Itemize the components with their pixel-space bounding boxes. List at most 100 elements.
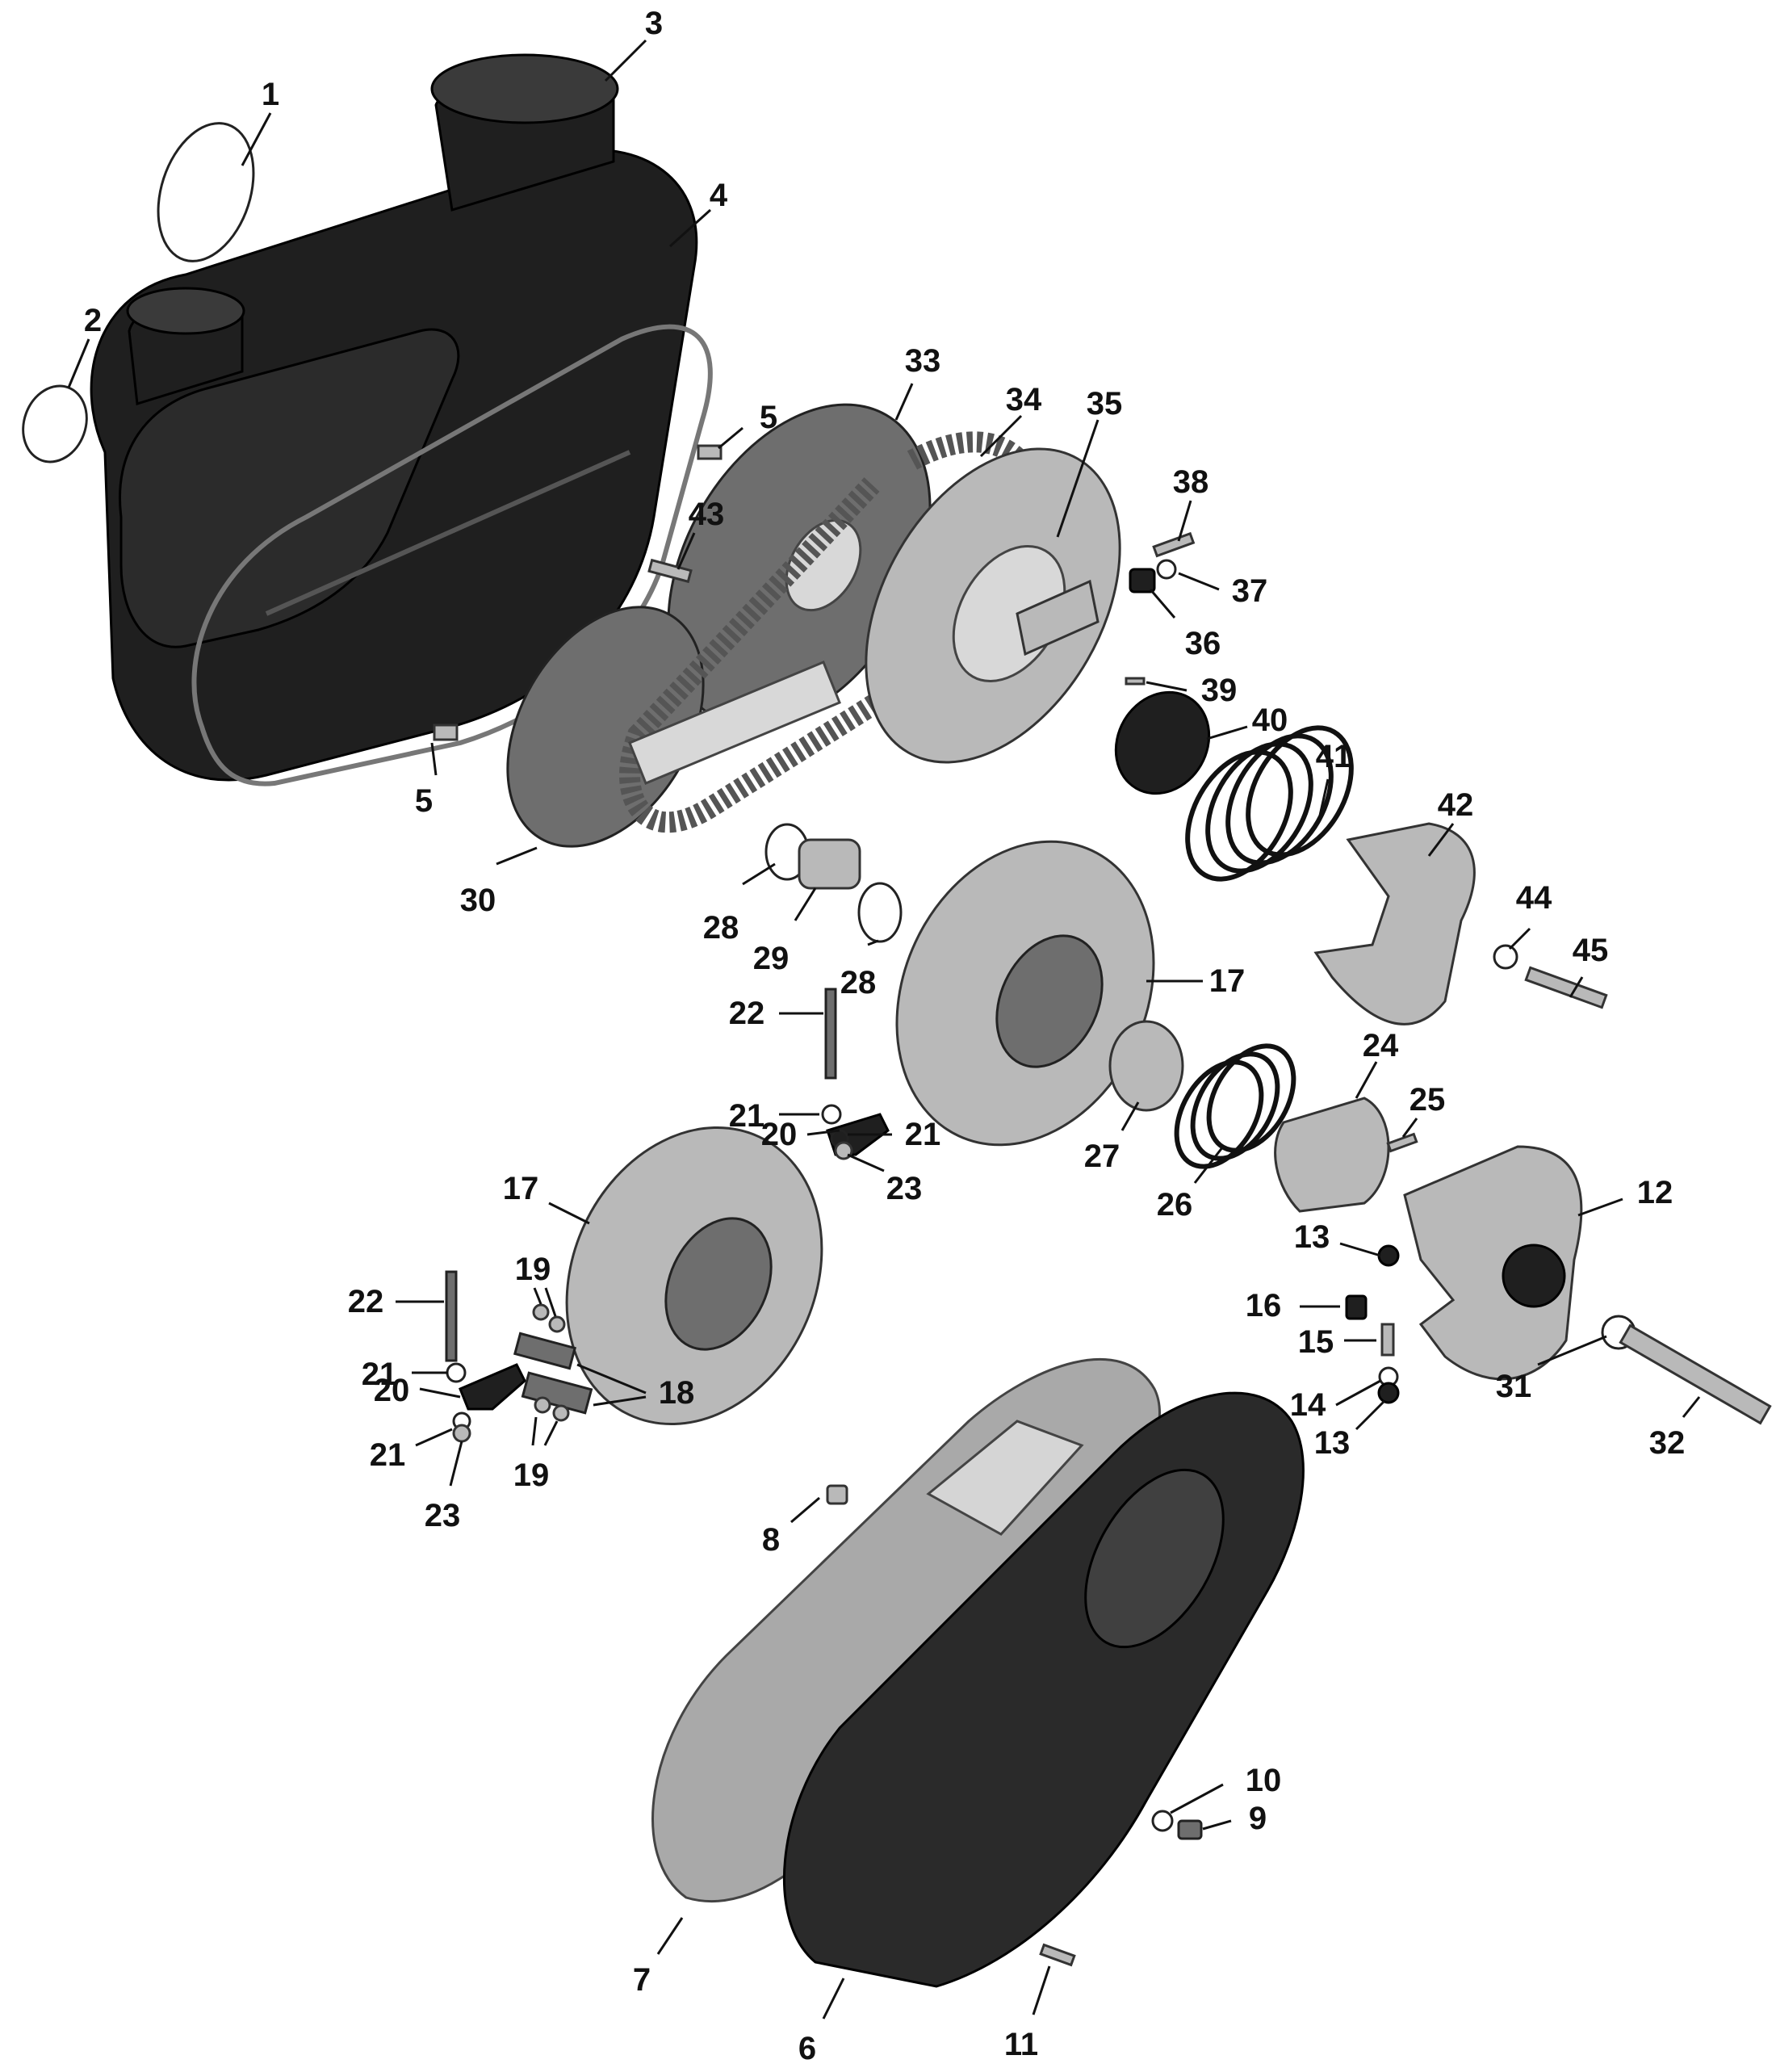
screw-25	[1386, 1132, 1418, 1153]
screw-43	[647, 558, 693, 584]
washer-37	[1156, 559, 1177, 580]
pin-39	[1125, 677, 1146, 686]
callout-30: 30	[460, 883, 496, 918]
callout-23-upper: 23	[886, 1171, 923, 1206]
callout-29: 29	[753, 941, 790, 976]
callout-45: 45	[1573, 933, 1609, 968]
callout-3: 3	[645, 6, 663, 41]
callout-20-upper: 20	[761, 1117, 798, 1152]
pin-22-upper	[824, 988, 837, 1080]
clip-8	[826, 1484, 848, 1505]
callout-31: 31	[1496, 1369, 1532, 1404]
callout-13-bottom: 13	[1314, 1425, 1351, 1461]
callout-26: 26	[1157, 1187, 1193, 1223]
callout-37: 37	[1232, 573, 1268, 609]
callout-13-top: 13	[1294, 1219, 1330, 1255]
callout-12: 12	[1637, 1175, 1673, 1210]
cam-42	[1313, 822, 1476, 1026]
callout-28-left: 28	[703, 910, 739, 946]
spring-41	[1185, 725, 1354, 882]
washer-44	[1493, 944, 1518, 970]
screw-19a	[532, 1303, 550, 1321]
callout-21-upper-a: 21	[729, 1098, 765, 1134]
callout-11: 11	[1004, 2027, 1038, 2062]
washer-21-lower-a	[446, 1362, 467, 1383]
callout-41: 41	[1316, 739, 1352, 774]
roller-13a	[1377, 1244, 1400, 1267]
nut-23-lower	[452, 1424, 471, 1443]
callout-20-lower: 20	[374, 1373, 410, 1408]
callout-38: 38	[1173, 464, 1209, 500]
callout-6: 6	[798, 2031, 816, 2066]
callout-35: 35	[1087, 386, 1123, 422]
callout-18: 18	[659, 1375, 695, 1411]
callout-17-upper: 17	[1209, 963, 1246, 999]
callout-2: 2	[84, 303, 102, 338]
callout-9: 9	[1249, 1801, 1267, 1836]
callout-15: 15	[1298, 1324, 1334, 1360]
callout-42: 42	[1438, 787, 1474, 823]
roller-36	[1129, 568, 1156, 593]
callout-16: 16	[1246, 1288, 1282, 1323]
bolt-45	[1524, 966, 1608, 1009]
callout-17-lower: 17	[503, 1171, 539, 1206]
callout-25: 25	[1409, 1082, 1446, 1118]
callout-36: 36	[1185, 626, 1221, 661]
weight-20-lower	[459, 1363, 526, 1411]
spider-24	[1274, 1097, 1390, 1213]
screw-38	[1152, 531, 1196, 558]
callout-14: 14	[1290, 1387, 1326, 1423]
callout-4: 4	[710, 178, 728, 213]
bushing-29	[798, 838, 861, 890]
sleeve-40	[1114, 690, 1211, 795]
screw-19d	[552, 1404, 570, 1422]
callout-21-lower-a: 21	[362, 1357, 398, 1392]
callout-19-top: 19	[515, 1252, 551, 1287]
pin-15	[1380, 1323, 1395, 1357]
callout-8: 8	[762, 1522, 780, 1558]
movable-sheave-17-upper	[895, 840, 1155, 1147]
callout-28-right: 28	[840, 965, 877, 1000]
callout-19-bottom: 19	[513, 1458, 550, 1493]
callout-33: 33	[905, 343, 941, 379]
callout-44: 44	[1516, 880, 1552, 916]
callout-24: 24	[1363, 1028, 1399, 1063]
callout-5-bottom: 5	[415, 783, 433, 819]
callout-5-top: 5	[760, 400, 777, 435]
callout-21-lower-b: 21	[370, 1437, 406, 1473]
o-ring-10	[1151, 1810, 1174, 1832]
callout-22-lower: 22	[348, 1284, 384, 1319]
bolt-32	[1619, 1323, 1772, 1425]
screw-19c	[534, 1396, 551, 1414]
callout-10: 10	[1246, 1763, 1282, 1798]
plate-18b	[521, 1371, 593, 1415]
cover-seal-4	[191, 324, 713, 786]
nut-9	[1177, 1819, 1203, 1840]
callout-22-upper: 22	[729, 996, 765, 1031]
callout-32: 32	[1649, 1425, 1686, 1461]
o-ring-28b	[857, 882, 903, 943]
callout-43: 43	[689, 497, 725, 532]
screw-5b	[433, 724, 459, 741]
drive-assembly	[506, 403, 1121, 848]
screw-11	[1039, 1943, 1076, 1967]
plate-18a	[513, 1332, 577, 1370]
movable-sheave-17-lower	[565, 1126, 823, 1425]
callout-21-upper-b: 21	[905, 1117, 941, 1152]
callout-39: 39	[1201, 673, 1238, 708]
screw-5a	[697, 444, 723, 460]
screw-19b	[548, 1315, 566, 1333]
bushing-27	[1108, 1020, 1184, 1112]
callout-23-lower: 23	[425, 1498, 461, 1533]
o-ring-2	[22, 384, 88, 463]
callout-1: 1	[262, 77, 279, 112]
o-ring-1	[157, 122, 255, 262]
roller-13b	[1377, 1382, 1400, 1404]
callout-34: 34	[1006, 382, 1042, 417]
callout-27: 27	[1084, 1139, 1120, 1174]
roller-16	[1345, 1294, 1368, 1320]
callout-40: 40	[1252, 703, 1288, 738]
fixed-sheave-12	[1403, 1145, 1583, 1381]
callout-7: 7	[633, 1962, 651, 1998]
